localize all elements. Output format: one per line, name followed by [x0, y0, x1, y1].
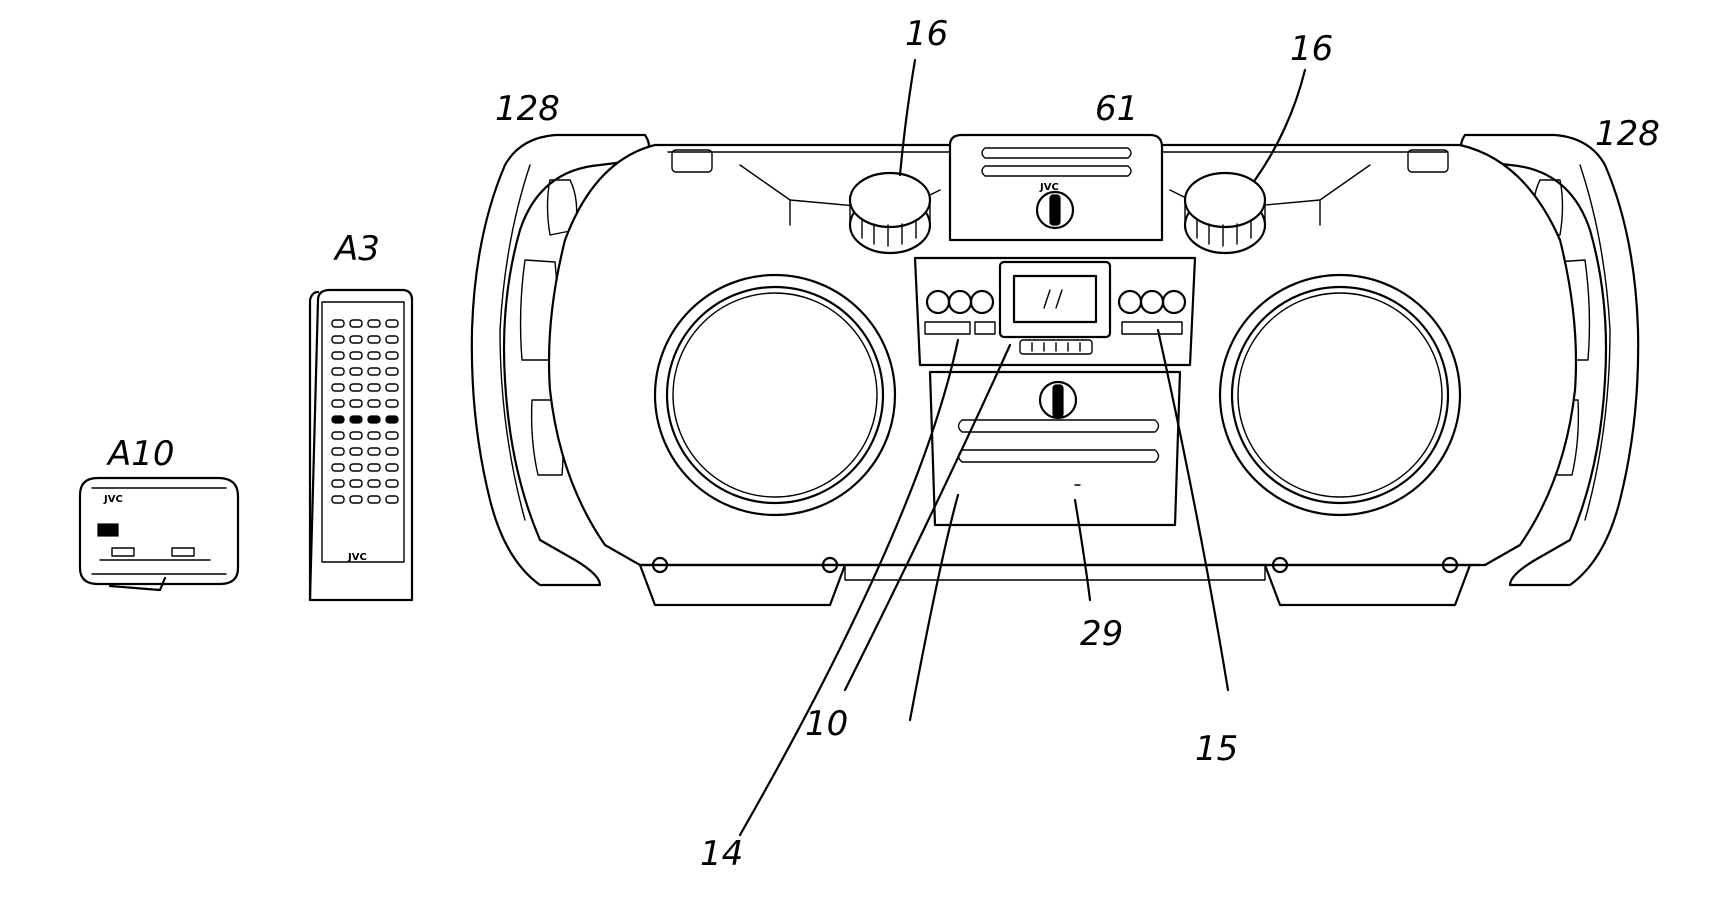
label-A10: A10	[106, 434, 175, 474]
remote-button	[385, 431, 399, 440]
remote-button	[331, 319, 345, 328]
remote-button	[349, 367, 363, 376]
remote-button	[331, 479, 345, 488]
remote-button	[367, 431, 381, 440]
label-10: 10	[805, 704, 848, 744]
remote-button	[367, 319, 381, 328]
left-knob	[848, 171, 932, 255]
remote-button	[367, 447, 381, 456]
remote-button	[331, 335, 345, 344]
top-brand: JVC	[1039, 182, 1059, 193]
remote-button	[385, 367, 399, 376]
label-29: 29	[1080, 614, 1123, 654]
remote-control: JVC	[308, 288, 414, 602]
remote-button	[385, 383, 399, 392]
remote-button	[385, 415, 399, 424]
boombox: JVC	[470, 133, 1640, 607]
right-speaker	[1218, 273, 1462, 517]
remote-button	[349, 351, 363, 360]
cd-door	[928, 370, 1182, 527]
remote-button	[385, 479, 399, 488]
remote-button	[367, 463, 381, 472]
remote-button	[349, 399, 363, 408]
remote-button	[385, 319, 399, 328]
remote-button	[385, 399, 399, 408]
remote-button	[349, 415, 363, 424]
label-16-right: 16	[1290, 29, 1333, 69]
label-A3: A3	[333, 229, 380, 269]
remote-button	[331, 495, 345, 504]
remote-button	[367, 495, 381, 504]
remote-button	[349, 319, 363, 328]
charger-unit: JVC	[78, 476, 240, 592]
control-panel	[913, 256, 1197, 367]
remote-buttons	[331, 319, 399, 504]
remote-brand: JVC	[347, 552, 367, 563]
reference-labels: 16 16 61 128 128 A3 A10 10 14 15 29	[106, 14, 1660, 874]
label-15: 15	[1195, 729, 1238, 769]
left-speaker	[653, 273, 897, 517]
remote-button	[367, 383, 381, 392]
remote-button	[331, 415, 345, 424]
remote-button	[349, 479, 363, 488]
remote-button	[349, 447, 363, 456]
right-knob	[1183, 171, 1267, 255]
remote-button	[385, 463, 399, 472]
remote-button	[331, 383, 345, 392]
remote-button	[385, 447, 399, 456]
remote-button	[385, 351, 399, 360]
remote-button	[349, 495, 363, 504]
remote-button	[331, 351, 345, 360]
remote-button	[367, 335, 381, 344]
leader-lines	[738, 58, 1307, 837]
remote-button	[349, 463, 363, 472]
remote-button	[385, 495, 399, 504]
label-16-left: 16	[905, 14, 948, 54]
remote-button	[367, 415, 381, 424]
label-61: 61	[1095, 89, 1138, 129]
remote-button	[331, 463, 345, 472]
remote-button	[367, 479, 381, 488]
remote-button	[349, 431, 363, 440]
remote-button	[385, 335, 399, 344]
remote-button	[367, 367, 381, 376]
remote-button	[349, 335, 363, 344]
remote-button	[367, 351, 381, 360]
remote-button	[331, 399, 345, 408]
remote-button	[331, 367, 345, 376]
remote-button	[367, 399, 381, 408]
remote-button	[331, 431, 345, 440]
label-128-left: 128	[495, 89, 560, 129]
label-128-right: 128	[1595, 114, 1660, 154]
label-14: 14	[700, 834, 743, 874]
charger-brand: JVC	[103, 494, 123, 505]
remote-button	[331, 447, 345, 456]
remote-button	[349, 383, 363, 392]
